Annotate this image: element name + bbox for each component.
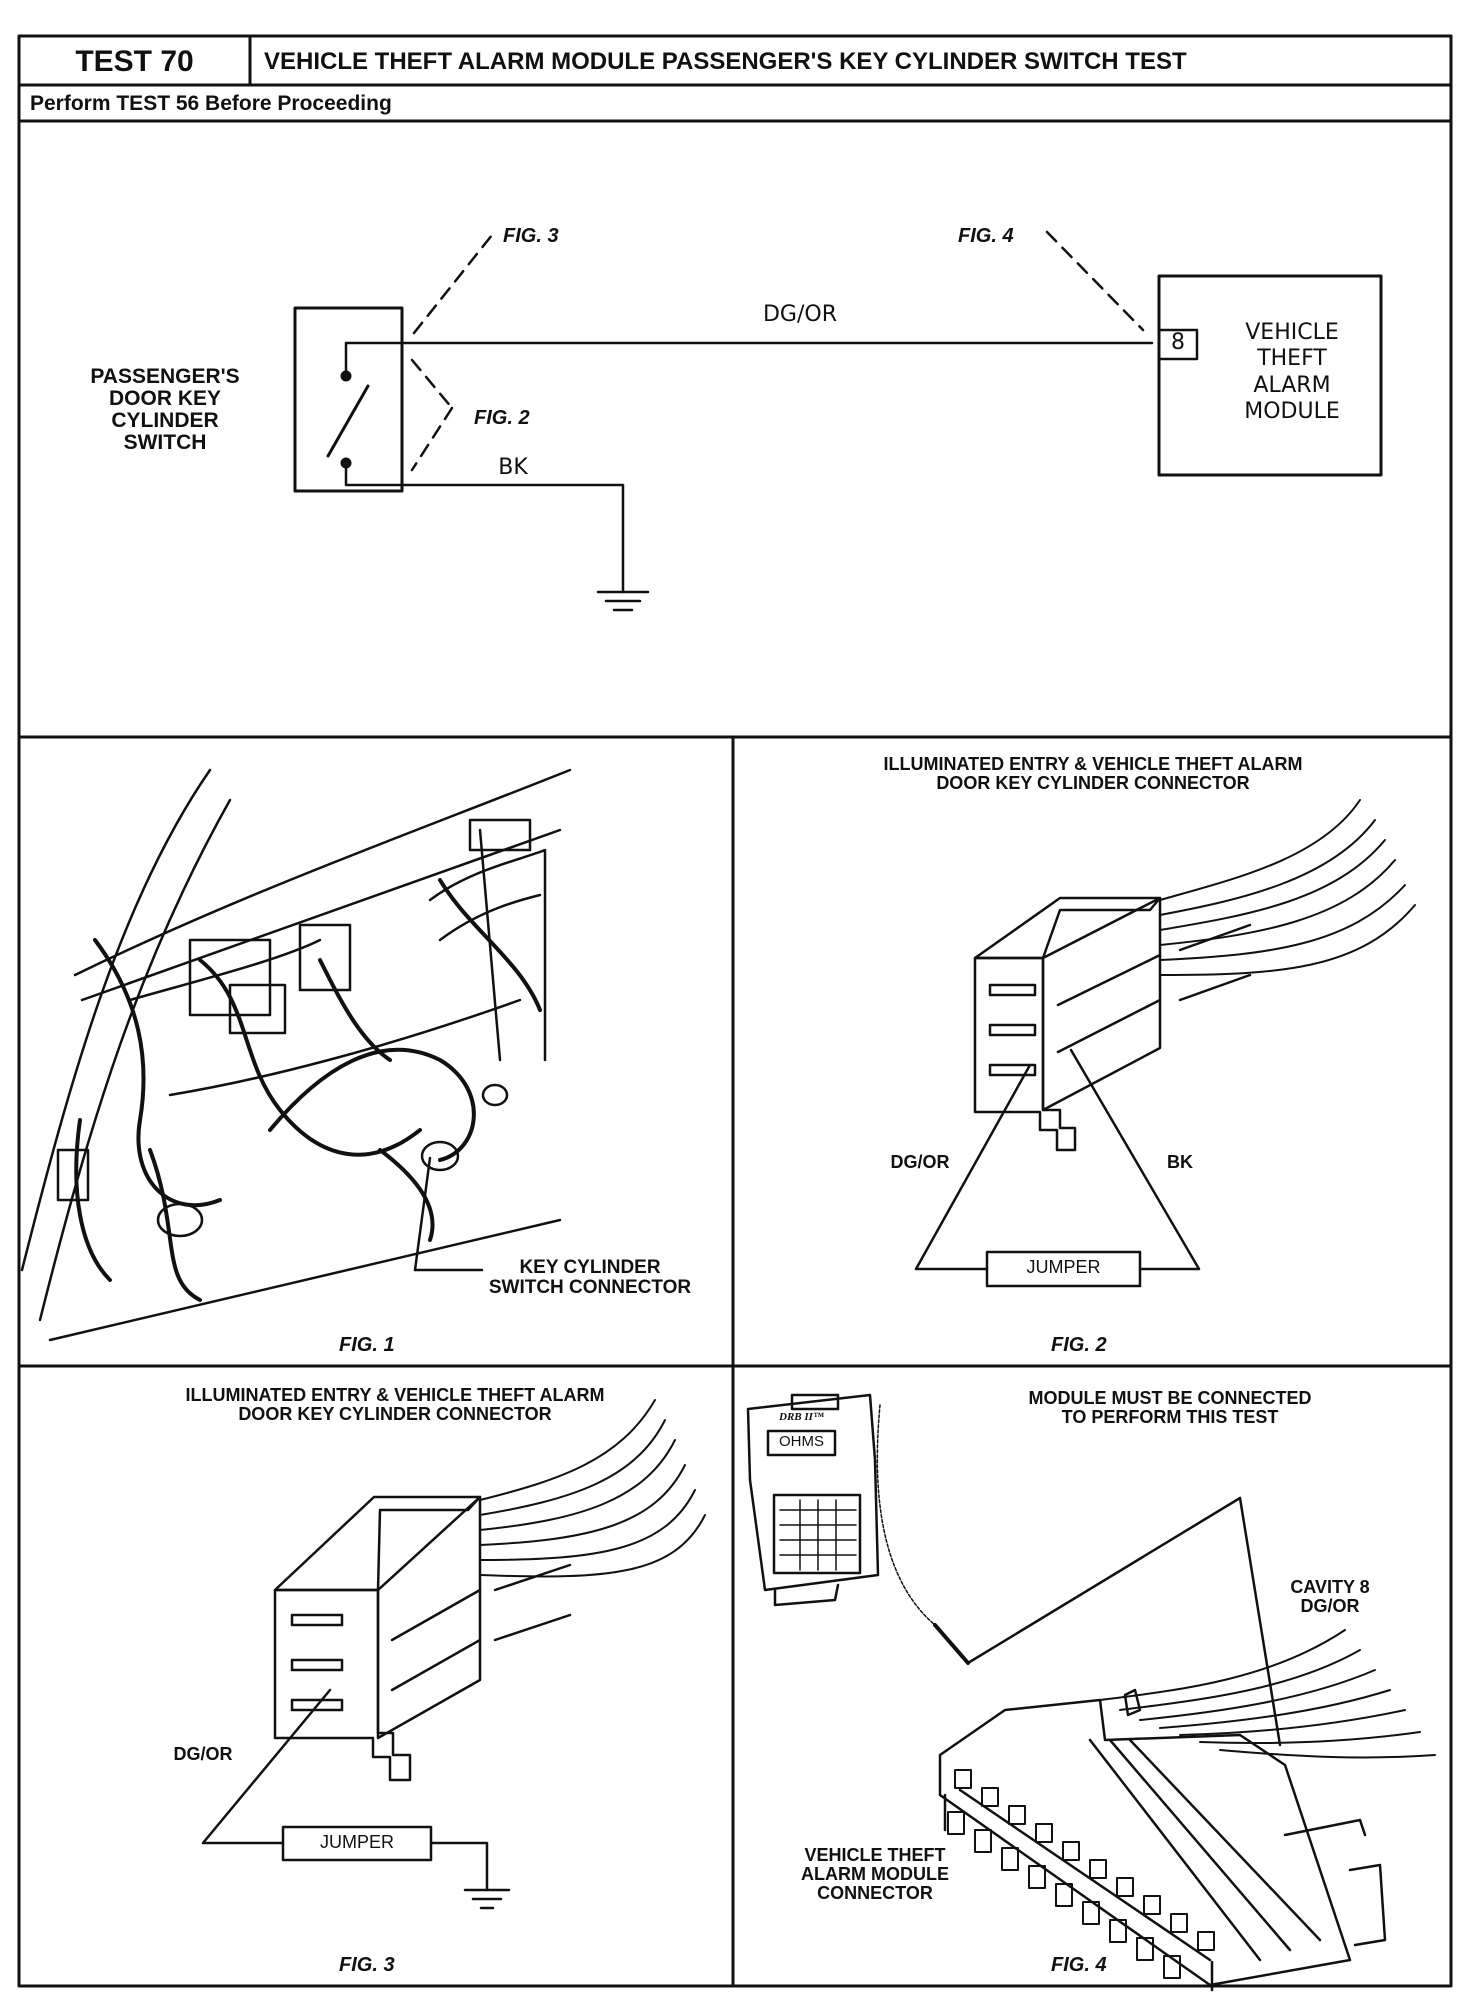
fig2-jumper-box — [985, 1250, 1142, 1288]
fig3-title: ILLUMINATED ENTRY & VEHICLE THEFT ALARM … — [185, 1385, 605, 1424]
fig4-wire-bundle — [1099, 1629, 1436, 1759]
switch-label: PASSENGER'S DOOR KEY CYLINDER SWITCH — [90, 365, 240, 455]
fig1-wire-harness — [74, 878, 542, 1302]
wire-dg-or-label: DG/OR — [762, 302, 837, 327]
module-label: VEHICLE THEFT ALARM MODULE — [1244, 320, 1340, 425]
page-frame — [17, 34, 1453, 1988]
fig4-module-connector — [938, 1688, 1387, 1992]
fig2-caption: FIG. 2 — [1051, 1334, 1107, 1356]
fig4-probe — [933, 1623, 970, 1665]
fig4-connector-label: VEHICLE THEFT ALARM MODULE CONNECTOR — [801, 1845, 949, 1903]
fig2-connector — [973, 896, 1252, 1152]
fig2-wire-right-label: BK — [1167, 1152, 1193, 1172]
test-number: TEST 70 — [75, 45, 194, 78]
fig3-caption: FIG. 3 — [339, 1954, 395, 1976]
switch-top-lead — [344, 341, 404, 378]
fig1-callout-leader-v — [413, 1156, 432, 1272]
fig2-wire-bundle — [1159, 799, 1416, 976]
fig4-reference: FIG. 4 — [958, 225, 1014, 247]
fig3-ground-symbol — [463, 1888, 511, 1910]
module-pin-box — [1157, 328, 1199, 361]
fig1-door-illustration — [20, 768, 572, 1342]
page-subtitle: Perform TEST 56 Before Proceeding — [30, 92, 392, 115]
switch-blade — [326, 384, 370, 458]
fig2-jumper-lead-right — [1069, 1048, 1201, 1271]
fig4-caption: FIG. 4 — [1051, 1954, 1107, 1976]
fig-ref-leaders — [410, 228, 1145, 472]
module-pin-number: 8 — [1171, 330, 1185, 355]
fig4-meter-display: OHMS — [779, 1433, 824, 1450]
fig3-wire-left-label: DG/OR — [173, 1744, 233, 1764]
fig2-title: ILLUMINATED ENTRY & VEHICLE THEFT ALARM … — [883, 754, 1303, 793]
switch-bottom-lead — [344, 461, 404, 487]
fig4-probe-cable — [876, 1404, 936, 1626]
fig4-meter-brand: DRB II™ — [779, 1411, 824, 1423]
switch-body — [293, 306, 404, 493]
fig2-jumper-lead-left — [914, 1063, 1032, 1271]
fig2-reference: FIG. 2 — [474, 407, 530, 429]
fig4-cavity-label: CAVITY 8 DG/OR — [1290, 1577, 1370, 1616]
fig3-connector — [273, 1495, 572, 1782]
wire-bk-label: BK — [498, 455, 528, 480]
fig3-jumper-lead — [201, 1688, 332, 1845]
fig4-drb-meter — [746, 1393, 880, 1607]
fig3-ground-lead — [429, 1841, 489, 1892]
fig4-connector-cavities — [947, 1769, 1215, 1979]
fig4-meter-keypad — [779, 1499, 857, 1571]
module-box — [1157, 274, 1383, 477]
fig4-probe-lead — [966, 1496, 1282, 1747]
fig3-reference: FIG. 3 — [503, 225, 559, 247]
fig2-jumper-label: JUMPER — [1026, 1257, 1101, 1277]
fig3-wire-bundle — [479, 1399, 706, 1578]
wire-bk — [400, 483, 625, 594]
fig3-jumper-label: JUMPER — [319, 1832, 394, 1852]
fig4-note: MODULE MUST BE CONNECTED TO PERFORM THIS… — [1028, 1388, 1312, 1427]
fig1-callout-label: KEY CYLINDER SWITCH CONNECTOR — [488, 1257, 692, 1298]
ground-symbol — [596, 590, 650, 612]
fig1-components — [56, 818, 532, 1238]
page-title: VEHICLE THEFT ALARM MODULE PASSENGER'S K… — [264, 48, 1187, 75]
fig1-caption: FIG. 1 — [339, 1334, 395, 1356]
fig2-wire-left-label: DG/OR — [890, 1152, 950, 1172]
